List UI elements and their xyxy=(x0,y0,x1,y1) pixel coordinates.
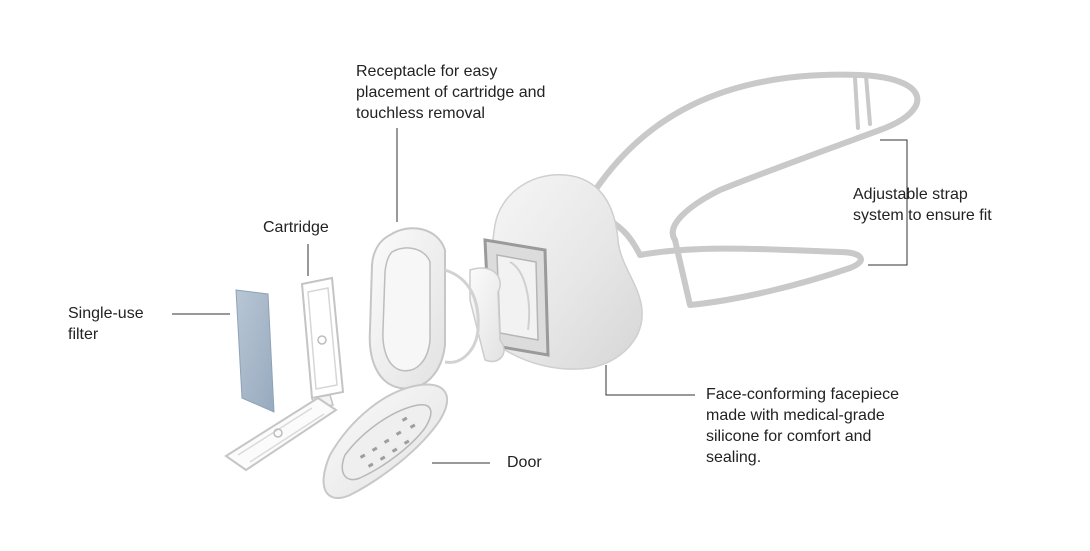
label-receptacle: Receptacle for easy placement of cartrid… xyxy=(356,63,546,122)
leader-lines xyxy=(172,128,908,464)
filter-holder xyxy=(224,396,338,472)
label-strap: Adjustable strap system to ensure fit xyxy=(853,186,992,224)
label-door: Door xyxy=(507,454,542,471)
facepiece xyxy=(483,174,643,370)
label-facepiece: Face-conforming facepiece made with medi… xyxy=(706,386,899,466)
label-cartridge: Cartridge xyxy=(263,219,329,236)
single-use-filter-sheet xyxy=(235,289,275,413)
receptacle xyxy=(368,227,505,390)
door xyxy=(322,383,449,500)
leader-line-facepiece xyxy=(605,365,695,396)
label-filter: Single-use filter xyxy=(68,305,144,343)
cartridge xyxy=(300,276,345,409)
leader-line-strap xyxy=(868,139,908,266)
